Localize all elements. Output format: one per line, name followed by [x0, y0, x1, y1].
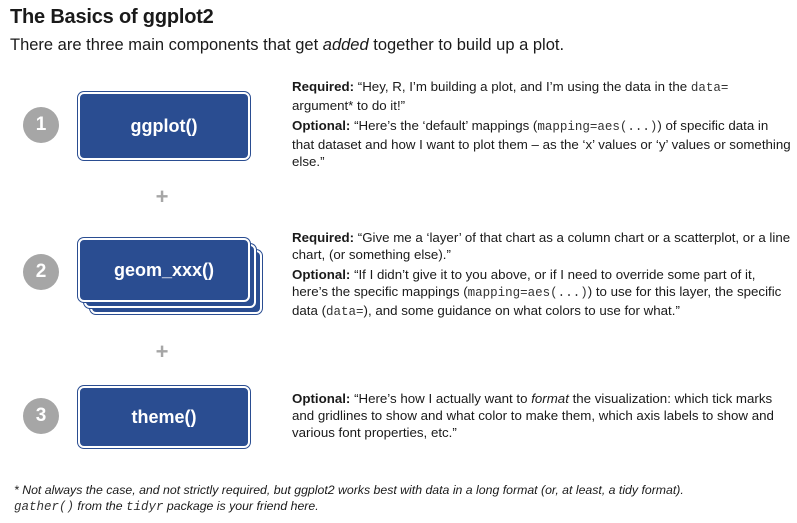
- subtitle-emphasis: added: [322, 36, 369, 54]
- step-1-optional-text-end: ) of specific data in that dataset and h…: [292, 118, 791, 169]
- geom-box-label: geom_xxx(): [113, 259, 215, 280]
- step-2-optional: Optional: “If I didn’t give it to you ab…: [292, 266, 792, 321]
- step-1-number: 1: [23, 107, 59, 143]
- step-2-optional-text-mid: ) to use for this layer, the specific da…: [292, 284, 782, 318]
- step-2-required: Required: “Give me a ‘layer’ of that cha…: [292, 229, 792, 263]
- footnote-mid: from the: [74, 499, 126, 513]
- page-subtitle: There are three main components that get…: [10, 36, 564, 55]
- code-data-arg: data=: [690, 81, 729, 95]
- subtitle-text-after: together to build up a plot.: [368, 36, 565, 54]
- theme-box: theme(): [78, 386, 250, 448]
- code-tidyr: tidyr: [125, 500, 164, 514]
- step-1-optional: Optional: “Here’s the ‘default’ mappings…: [292, 117, 792, 170]
- step-2-description: Required: “Give me a ‘layer’ of that cha…: [292, 229, 792, 324]
- ggplot-box: ggplot(): [78, 92, 250, 160]
- plus-sign-1: +: [155, 184, 169, 209]
- required-label: Required:: [292, 79, 355, 94]
- optional-label: Optional:: [292, 391, 351, 406]
- step-2-optional-text: “If I didn’t give it to you above, or if…: [292, 267, 756, 299]
- theme-box-label: theme(): [131, 406, 197, 427]
- step-2-number: 2: [23, 254, 59, 290]
- step-3-number: 3: [23, 398, 59, 434]
- footnote: * Not always the case, and not strictly …: [14, 482, 784, 515]
- plus-sign-2: +: [155, 339, 169, 364]
- step-1-required: Required: “Hey, R, I’m building a plot, …: [292, 78, 792, 114]
- required-label: Required:: [292, 230, 355, 245]
- subtitle-text-before: There are three main components that get: [10, 36, 323, 54]
- code-mapping-aes: mapping=aes(...): [467, 286, 588, 300]
- geom-box: geom_xxx(): [78, 238, 250, 302]
- step-3-optional: Optional: “Here’s how I actually want to…: [292, 390, 792, 441]
- page-title: The Basics of ggplot2: [10, 6, 214, 28]
- step-3-optional-text-end: the visualization: which tick marks and …: [292, 391, 774, 440]
- code-data-arg: data=: [326, 305, 364, 319]
- step-2-required-text: “Give me a ‘layer’ of that chart as a co…: [292, 230, 791, 262]
- step-1-required-text-end: argument* to do it!”: [292, 98, 406, 113]
- step-3-description: Optional: “Here’s how I actually want to…: [292, 390, 792, 444]
- step-2-optional-text-end: ), and some guidance on what colors to u…: [363, 303, 680, 318]
- footnote-line-1: * Not always the case, and not strictly …: [14, 483, 684, 497]
- step-1-description: Required: “Hey, R, I’m building a plot, …: [292, 78, 792, 173]
- optional-label: Optional:: [292, 118, 351, 133]
- format-emphasis: format: [531, 391, 569, 406]
- code-mapping-aes: mapping=aes(...): [537, 120, 658, 134]
- step-1-required-text: “Hey, R, I’m building a plot, and I’m us…: [357, 79, 691, 94]
- step-1-optional-text: “Here’s the ‘default’ mappings (: [354, 118, 538, 133]
- optional-label: Optional:: [292, 267, 351, 282]
- step-3-optional-text: “Here’s how I actually want to: [354, 391, 532, 406]
- ggplot-box-label: ggplot(): [130, 115, 198, 136]
- footnote-end: package is your friend here.: [163, 499, 319, 513]
- code-gather: gather(): [14, 500, 75, 514]
- footnote-line-2: gather() from the tidyr package is your …: [14, 498, 784, 515]
